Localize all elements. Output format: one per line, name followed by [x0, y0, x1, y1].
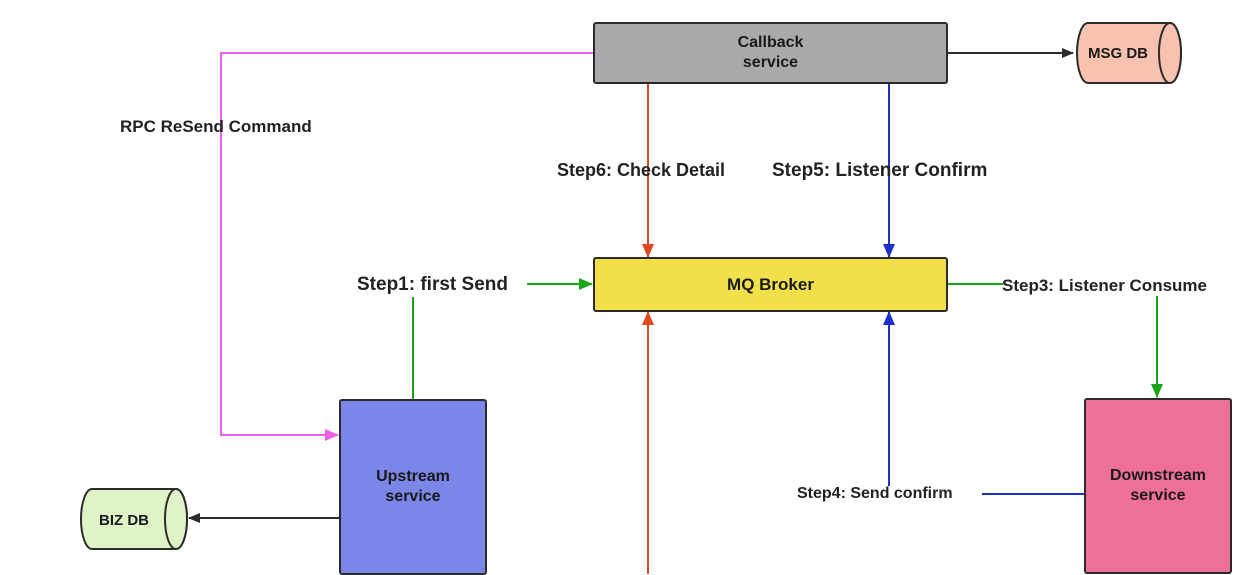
biz-db-label: BIZ DB: [99, 512, 149, 529]
biz-db-cylinder: BIZ DB: [80, 488, 188, 550]
step5-label: Step5: Listener Confirm: [772, 160, 988, 181]
mq-broker-label: MQ Broker: [727, 274, 814, 294]
step6-label: Step6: Check Detail: [557, 160, 726, 180]
mq-broker-box: MQ Broker: [593, 257, 948, 312]
upstream-service-box: Upstream service: [339, 399, 487, 575]
step4-label: Step4: Send confirm: [797, 485, 953, 502]
msg-db-cylinder: MSG DB: [1076, 22, 1182, 84]
downstream-service-label: Downstream service: [1109, 467, 1207, 504]
upstream-service-label: Upstream service: [376, 468, 450, 505]
step1-label: Step1: first Send: [357, 274, 508, 295]
rpc-resend-label: RPC ReSend Command: [120, 117, 312, 136]
callback-service-box: Callback service: [593, 22, 948, 84]
msg-db-label: MSG DB: [1088, 45, 1148, 62]
downstream-service-box: Downstream service: [1084, 398, 1232, 574]
step3-label: Step3: Listener Consume: [1002, 276, 1207, 295]
rpc-resend-arrow: [220, 52, 593, 441]
callback-service-label: Callback service: [737, 34, 804, 71]
